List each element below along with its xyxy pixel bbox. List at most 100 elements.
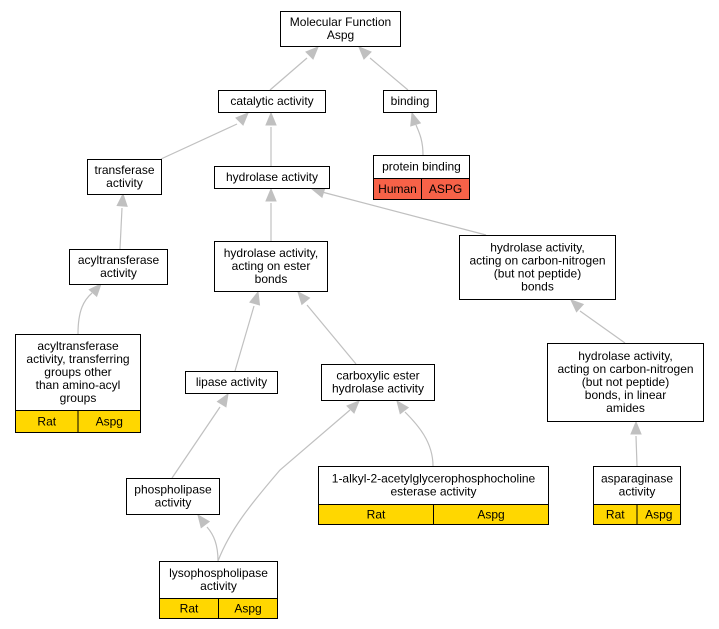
edge-line [579,310,626,344]
term-label-line: bonds, in linear [585,388,666,402]
term-label-line: hydrolase activity, [578,349,672,363]
edge-arrowhead [88,283,102,298]
go-term-hydrolase-cn[interactable]: hydrolase activity,acting on carbon-nitr… [459,235,616,300]
term-label-line: protein binding [382,160,461,174]
edge-catalytic-activity-to-molecular-function [269,46,319,91]
term-box [459,235,616,300]
go-term-lipase-activity[interactable]: lipase activity [185,371,278,394]
edge-line [369,57,409,91]
edge-arrowhead [358,46,372,60]
annotation-gene-label: Aspg [234,602,261,616]
term-label-line: hydrolase activity [332,382,424,396]
term-label-line: activity [100,266,137,280]
edge-lysophospholipase-activity-to-carboxylic-ester-hydrolase [217,400,360,562]
annotation-gene-label: Aspg [96,415,123,429]
edge-line [77,292,93,335]
go-term-binding[interactable]: binding [383,90,437,113]
term-box [214,166,330,189]
term-label-line: asparaginase [601,472,673,486]
edge-arrowhead [265,187,277,202]
edge-arrowhead [410,111,422,127]
term-label-line: lipase activity [196,375,267,389]
edge-binding-to-molecular-function [358,46,409,91]
edge-arrowhead [235,112,249,126]
edge-line [217,409,351,562]
edge-line [321,191,487,236]
term-label-line: activity, transferring [26,352,129,366]
edge-hydrolase-activity-to-catalytic-activity [265,111,277,166]
term-label-line: activity [200,579,237,593]
edge-arrowhead [216,392,229,408]
edge-line [171,406,221,479]
term-label-line: amides [606,401,645,415]
term-label-line: binding [391,94,430,108]
annotation-species-label: Human [378,182,417,196]
annotation-species-label: Rat [367,508,386,522]
edge-arrowhead [305,46,319,60]
edge-arrowhead [396,399,410,415]
annotation-gene-label: Aspg [477,508,504,522]
term-label-line: bonds [521,280,554,294]
term-label-line: activity [106,176,143,190]
term-box [218,90,326,113]
term-label-line: acyltransferase [37,339,119,353]
edge-arrowhead [116,192,128,207]
annotation-gene-label: ASPG [429,182,462,196]
term-label-line: 1-alkyl-2-acetylglycerophosphocholine [332,472,536,486]
term-label-line: activity [619,485,656,499]
term-label-line: hydrolase activity, [224,246,318,260]
edge-line [160,123,238,160]
term-label-line: carboxylic ester [336,369,419,383]
term-box [185,371,278,394]
edge-protein-binding-to-binding [410,111,424,156]
annotation-gene-cell [636,504,681,525]
edge-arrowhead [265,111,277,126]
edge-arrowhead [630,420,642,435]
edge-arrowhead [346,400,360,414]
term-label-line: groups [60,391,97,405]
go-term-hydrolase-activity[interactable]: hydrolase activity [214,166,330,189]
term-label-line: activity [155,496,192,510]
annotation-gene-cell [421,178,470,200]
edge-line [206,526,219,562]
term-label-line: hydrolase activity, [490,241,584,255]
edge-line [404,411,434,467]
annotation-gene-cell [77,410,141,433]
edge-arrowhead [249,290,261,306]
term-label-line: bonds [255,272,288,286]
edge-line [415,124,424,156]
term-label-line: Molecular Function [290,15,391,29]
edge-arrowhead [310,187,326,199]
edge-lipase-activity-to-hydrolase-ester [234,290,261,372]
term-label-line: (but not peptide) [494,267,581,281]
annotation-gene-cell [433,504,549,525]
edge-transferase-activity-to-catalytic-activity [160,112,249,160]
term-label-line: acyltransferase [78,253,160,267]
edge-hydrolase-ester-to-hydrolase-activity [265,187,277,241]
go-term-catalytic-activity[interactable]: catalytic activity [218,90,326,113]
edge-line [635,435,638,467]
annotation-species-label: Rat [606,508,625,522]
term-box [87,159,162,195]
term-box [547,343,704,422]
term-label-line: (but not peptide) [582,375,669,389]
term-label-line: hydrolase activity [226,170,318,184]
edge-lysophospholipase-activity-to-phospholipase-activity [197,513,219,562]
edge-carboxylic-ester-hydrolase-to-hydrolase-ester [297,291,357,365]
edge-line [119,207,123,250]
term-label-line: groups other [44,365,111,379]
go-term-hydrolase-cn-linear[interactable]: hydrolase activity,acting on carbon-nitr… [547,343,704,422]
term-label-line: acting on ester [232,259,311,273]
go-term-alkyl-acetylglycerophosphocholine-esterase[interactable]: 1-alkyl-2-acetylglycerophosphocholineest… [318,466,549,525]
